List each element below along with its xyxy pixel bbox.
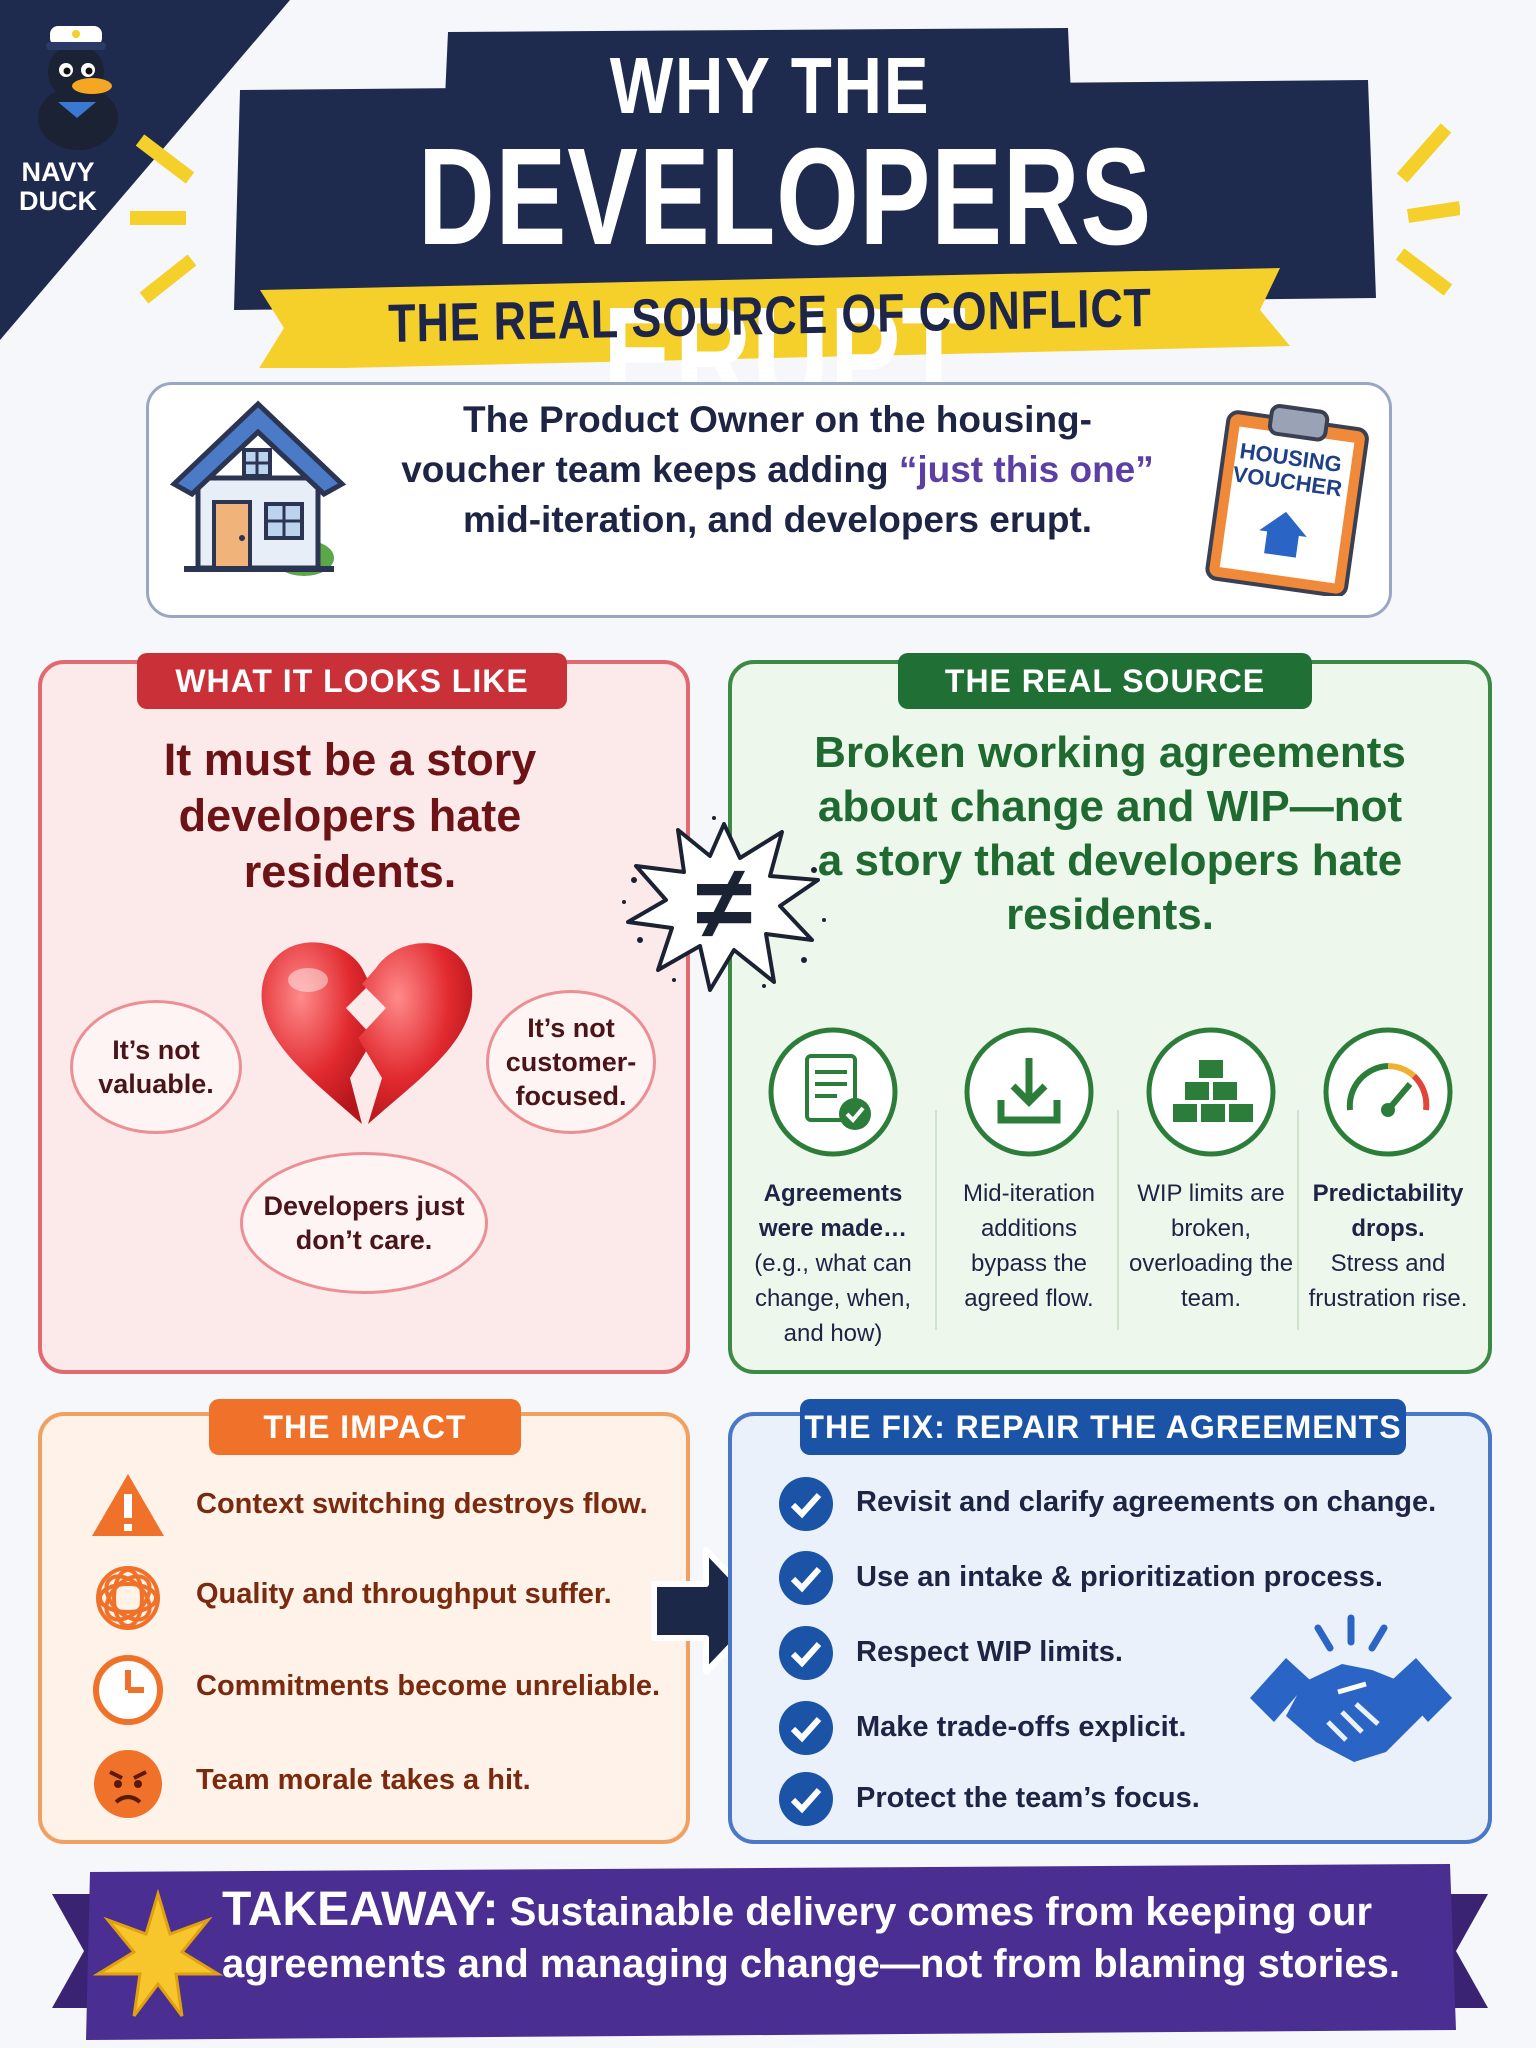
- download-tray-icon: [964, 1027, 1094, 1157]
- brand-line-1: NAVY: [21, 157, 95, 187]
- source-item-wip: WIP limits are broken, overloading the t…: [1123, 1176, 1299, 1316]
- fix-item: Protect the team’s focus.: [856, 1782, 1200, 1814]
- brand-line-2: DUCK: [19, 186, 97, 216]
- looks-like-label: WHAT IT LOOKS LIKE: [137, 653, 567, 709]
- impact-item: Team morale takes a hit.: [196, 1764, 531, 1796]
- check-circle-icon: [779, 1701, 833, 1755]
- check-circle-icon: [779, 1772, 833, 1826]
- not-equal-burst: ≠: [614, 810, 834, 1000]
- real-source-panel: [728, 660, 1492, 1374]
- warning-icon: [92, 1474, 164, 1536]
- intro-text-part-2: mid-iteration, and developers erupt.: [462, 499, 1093, 540]
- takeaway-ribbon: [52, 1864, 1488, 2040]
- source-item-additions: Mid-iteration additions bypass the agree…: [941, 1176, 1117, 1316]
- source-item-text: Stress and frustration rise.: [1308, 1250, 1468, 1312]
- check-circle-icon: [779, 1626, 833, 1680]
- source-item-predictability: Predictability drops. Stress and frustra…: [1300, 1176, 1476, 1316]
- real-source-label: THE REAL SOURCE: [898, 653, 1312, 709]
- fix-item: Use an intake & prioritization process.: [856, 1561, 1383, 1593]
- intro-card: [146, 382, 1392, 618]
- handshake-icon: [1250, 1614, 1452, 1762]
- takeaway-text: TAKEAWAY: Sustainable delivery comes fro…: [222, 1884, 1412, 1990]
- impact-item: Context switching destroys flow.: [196, 1488, 648, 1520]
- tangle-icon: [96, 1566, 160, 1630]
- angry-face-icon: [94, 1750, 162, 1818]
- takeaway-body: Sustainable delivery comes from keeping …: [222, 1890, 1400, 1986]
- source-item-bold: Predictability drops.: [1312, 1180, 1464, 1242]
- house-icon: [170, 400, 347, 576]
- clipboard-icon: HOUSING VOUCHER: [1198, 400, 1378, 596]
- star-burst-icon: [92, 1888, 224, 2017]
- title-line-1: WHY THE: [609, 41, 931, 130]
- title-banner: [130, 28, 1460, 368]
- fix-item: Make trade-offs explicit.: [856, 1711, 1187, 1743]
- impact-item: Quality and throughput suffer.: [196, 1578, 612, 1610]
- source-item-agreements: Agreements were made… (e.g., what can ch…: [745, 1176, 921, 1351]
- fix-label: THE FIX: REPAIR THE AGREEMENTS: [800, 1399, 1406, 1455]
- intro-text: The Product Owner on the housing-voucher…: [400, 395, 1155, 545]
- fix-item: Revisit and clarify agreements on change…: [856, 1486, 1437, 1518]
- takeaway-keyword: TAKEAWAY:: [222, 1883, 499, 1936]
- intro-highlight: “just this one”: [898, 449, 1154, 490]
- impact-item: Commitments become unreliable.: [196, 1670, 661, 1702]
- thought-bubble-valuable: It’s not valuable.: [70, 1000, 242, 1134]
- clipboard-check-icon: [768, 1027, 898, 1157]
- source-item-bold: Agreements were made…: [758, 1180, 908, 1242]
- fix-panel: [728, 1412, 1492, 1844]
- source-item-text: Mid-iteration additions bypass the agree…: [962, 1180, 1096, 1312]
- burst-left-icon: [130, 134, 197, 304]
- thought-bubble-dont-care: Developers just don’t care.: [240, 1152, 488, 1294]
- intro-text-part-1: The Product Owner on the housing-voucher…: [401, 399, 1092, 490]
- divider: [935, 1110, 937, 1330]
- brand-name: NAVY DUCK: [18, 158, 98, 216]
- broken-heart-icon: [261, 942, 473, 1124]
- brand-corner: [0, 0, 290, 340]
- burst-right-icon: [1395, 123, 1460, 296]
- not-equal-symbol: ≠: [695, 845, 753, 961]
- looks-like-heading: It must be a story developers hate resid…: [163, 734, 537, 897]
- gauge-icon: [1323, 1027, 1453, 1157]
- thought-bubble-customer-focused: It’s not customer-focused.: [486, 990, 656, 1134]
- duck-mascot-icon: [38, 26, 118, 150]
- divider: [1297, 1110, 1299, 1330]
- check-circle-icon: [779, 1477, 833, 1531]
- divider: [1117, 1110, 1119, 1330]
- check-circle-icon: [779, 1551, 833, 1605]
- source-item-text: (e.g., what can change, when, and how): [754, 1250, 912, 1347]
- real-source-heading: Broken working agreements about change a…: [814, 728, 1406, 939]
- stacked-blocks-icon: [1146, 1027, 1276, 1157]
- source-item-text: WIP limits are broken, overloading the t…: [1128, 1180, 1294, 1312]
- impact-label: THE IMPACT: [209, 1399, 521, 1455]
- fix-item: Respect WIP limits.: [856, 1636, 1123, 1668]
- burst-icon: [622, 816, 826, 992]
- clock-icon: [93, 1655, 163, 1725]
